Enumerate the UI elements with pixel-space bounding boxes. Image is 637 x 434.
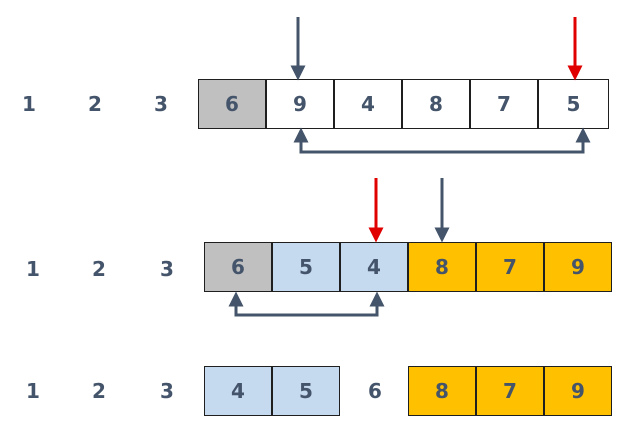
row-2-cell-2: 5 [272, 242, 340, 292]
row-3-prefix-3: 3 [160, 379, 174, 403]
row-3-right-cell-2: 7 [476, 366, 544, 416]
row-2-cell-4: 8 [408, 242, 476, 292]
row-1-cell-5: 7 [470, 79, 538, 129]
row-1-prefix-1: 1 [22, 92, 36, 116]
row-1-prefix-2: 2 [88, 92, 102, 116]
row-2-cell-pivot: 6 [204, 242, 272, 292]
row-3-prefix-2: 2 [92, 379, 106, 403]
row-1-cell-6: 5 [538, 79, 609, 129]
row-1-cell-4: 8 [402, 79, 470, 129]
row-1-prefix-3: 3 [154, 92, 168, 116]
row-1-cell-3: 4 [334, 79, 402, 129]
row-3-prefix-1: 1 [26, 379, 40, 403]
row-1-swap-bracket [293, 127, 591, 154]
row-3-right-cell-3: 9 [544, 366, 612, 416]
row-3-right-cell-1: 8 [408, 366, 476, 416]
row-2-cell-5: 7 [476, 242, 544, 292]
row-2-prefix-3: 3 [160, 257, 174, 281]
row-3-left-cell-1: 4 [204, 366, 272, 416]
row-3-left-cell-2: 5 [272, 366, 340, 416]
row-2-prefix-1: 1 [26, 257, 40, 281]
row-1-cell-2: 9 [266, 79, 334, 129]
row-2-swap-bracket [228, 291, 385, 317]
row-1-cell-pivot: 6 [198, 79, 266, 129]
row-2-prefix-2: 2 [92, 257, 106, 281]
row-3-pivot: 6 [368, 379, 382, 403]
row-2-cell-3: 4 [340, 242, 408, 292]
row-2-cell-6: 9 [544, 242, 612, 292]
